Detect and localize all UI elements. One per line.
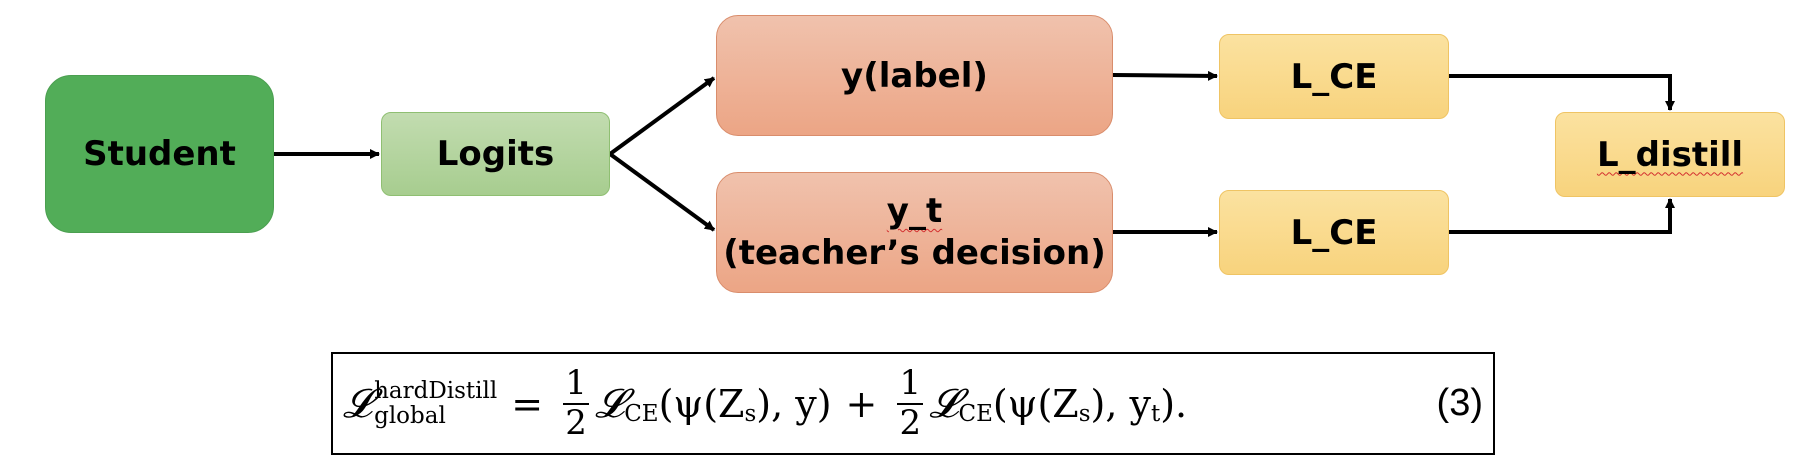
y-t-node: y_t (teacher’s decision) (716, 172, 1113, 293)
fraction-numerator: 1 (565, 363, 587, 404)
term2-args: (ψ(Z (992, 381, 1079, 426)
arrow-ylabel-to-lce (1112, 70, 1218, 81)
formula-box: 𝓛 hardDistill global = 1 2 𝓛 CE (ψ(Z s )… (331, 352, 1495, 455)
y-label-node: y(label) (716, 15, 1113, 136)
loss-subscript: global (374, 402, 446, 429)
lce-bottom-node: L_CE (1219, 190, 1449, 275)
loss-superscript: hardDistill (374, 378, 498, 405)
ce-subscript-2: CE (958, 400, 993, 427)
plus-sign: + (845, 381, 878, 426)
t-subscript: t (1150, 400, 1161, 427)
arrow-logits-to-yt (608, 152, 716, 232)
lce-bottom-label: L_CE (1290, 212, 1378, 253)
arrow-logits-to-ylabel (608, 76, 716, 156)
equation-number: (3) (1436, 382, 1483, 424)
term1-tail: ), y) (756, 381, 832, 426)
fraction-half-1: 1 2 (563, 363, 590, 443)
term2-tail-a: ), y (1090, 381, 1151, 426)
zs-subscript-2: s (1078, 400, 1091, 427)
arrow-lce-top-to-distill (1449, 74, 1675, 111)
lce-top-node: L_CE (1219, 34, 1449, 119)
y-label-text: y(label) (841, 55, 988, 96)
ce-subscript: CE (624, 400, 659, 427)
l-distill-node: L_distill (1555, 112, 1785, 197)
student-node: Student (45, 75, 274, 233)
l-distill-label: L_distill (1596, 134, 1744, 175)
equation: 𝓛 hardDistill global = 1 2 𝓛 CE (ψ(Z s )… (343, 354, 1187, 453)
zs-subscript: s (744, 400, 757, 427)
fraction-denominator: 2 (565, 402, 587, 443)
student-label: Student (83, 134, 236, 174)
fraction-denominator-2: 2 (899, 402, 922, 443)
term1-args: (ψ(Z (658, 381, 745, 426)
loss-symbol: 𝓛 (343, 380, 373, 427)
arrow-lce-bottom-to-distill (1449, 198, 1675, 234)
logits-node: Logits (381, 112, 610, 196)
y-t-text: y_t (886, 191, 943, 232)
fraction-half-2: 1 2 (897, 363, 924, 443)
ce-loss-symbol-2: 𝓛 (929, 380, 959, 427)
loss-scripts: hardDistill global (374, 379, 497, 427)
logits-label: Logits (436, 134, 555, 174)
equals-sign: = (511, 381, 544, 426)
term2-tail-b: ). (1160, 381, 1188, 426)
fraction-numerator-2: 1 (899, 363, 922, 404)
lce-top-label: L_CE (1290, 56, 1378, 97)
ce-loss-symbol: 𝓛 (595, 380, 625, 427)
teacher-decision-text: (teacher’s decision) (723, 232, 1106, 273)
